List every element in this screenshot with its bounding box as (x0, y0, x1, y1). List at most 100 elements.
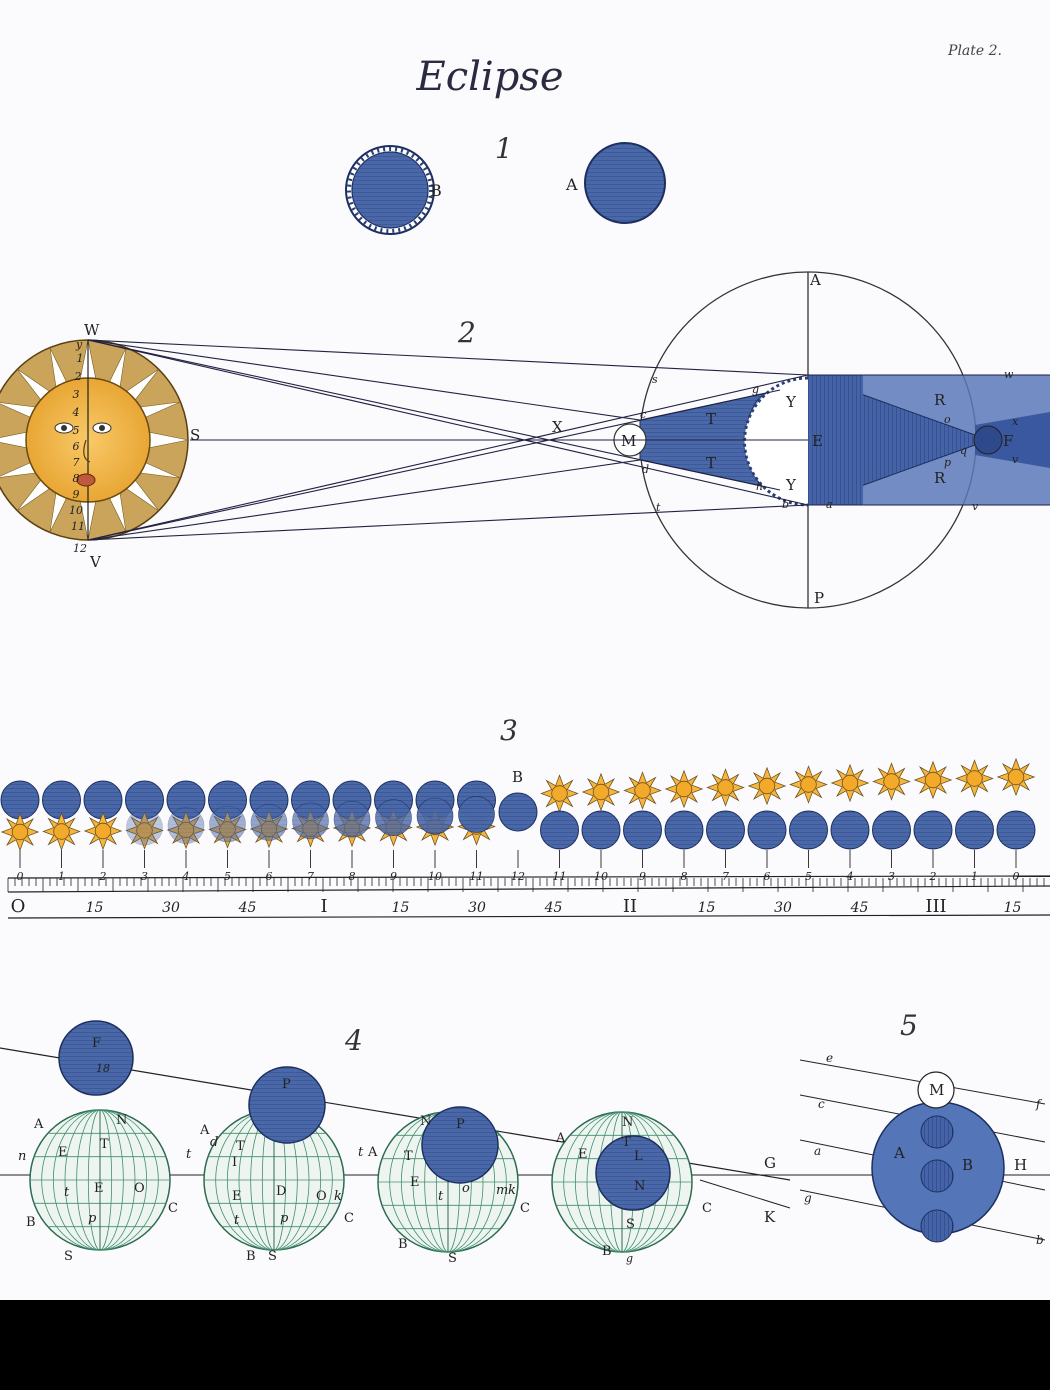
g2-t2: t (186, 1147, 192, 1162)
sun-number-7: 7 (73, 456, 80, 469)
g4-l: L (634, 1149, 643, 1164)
small-label-d: d (642, 463, 649, 476)
phase-bottom-moon (581, 810, 621, 850)
sun-number-5: 5 (73, 424, 80, 437)
phase-bottom-moon (830, 810, 870, 850)
label-y-lower: Y (785, 476, 797, 494)
g2-p2: p (280, 1211, 289, 1226)
phase-bottom-sun (42, 812, 81, 851)
phase-top-sun (872, 762, 911, 801)
label-r-lower: R (934, 469, 946, 487)
g4-n2: N (634, 1179, 645, 1194)
bottom-band (0, 1300, 1050, 1390)
phase-bottom-sun (84, 812, 122, 850)
small-label-h: h (756, 480, 763, 493)
g2-s: S (268, 1249, 277, 1264)
phase-digit: 6 (266, 870, 273, 883)
sun-number-1: 1 (77, 352, 84, 365)
g2-b: B (246, 1249, 256, 1264)
fig1-label-b: B (430, 181, 442, 200)
label-p: P (814, 589, 824, 607)
fig5-line-f: f (1035, 1097, 1043, 1111)
g1-e1: E (58, 1145, 68, 1160)
fig5-line-c: c (818, 1097, 825, 1111)
figure-3: 3 B 012345678910111211109876543210 O1530… (0, 714, 1050, 919)
fig4-label-k: K (764, 1208, 776, 1226)
fig5-label-m: M (929, 1081, 944, 1099)
sun-number-3: 3 (73, 388, 80, 401)
phase-digit: 11 (470, 870, 484, 883)
engraving-plate: Eclipse Plate 2. 1 B A 2 (0, 0, 1050, 1300)
figure-2: 2 (0, 271, 1050, 609)
g3-k: k (508, 1183, 516, 1198)
phase-bottom-moon (789, 810, 828, 850)
sun-number-4: 4 (72, 406, 80, 419)
sun-number-8: 8 (73, 472, 80, 485)
small-label-p: p (944, 456, 951, 469)
time-scale-label: I (320, 896, 327, 917)
sun-rays (87, 339, 1050, 541)
eclipse-diagram: Eclipse Plate 2. 1 B A 2 (0, 43, 1050, 1266)
phase-digit: 9 (390, 870, 397, 883)
g2-d2: D (276, 1184, 286, 1199)
time-scale-label: 30 (468, 900, 486, 916)
fig4-moon-4 (595, 1135, 671, 1211)
phase-top-sun (748, 767, 786, 805)
sun-label-w: W (84, 321, 100, 339)
small-label-c: c (640, 408, 646, 421)
fig4-number: 4 (344, 1024, 363, 1057)
g3-o: o (462, 1181, 470, 1196)
fig5-label-b: B (962, 1156, 973, 1174)
phase-bottom-moon (996, 810, 1036, 850)
label-e: E (812, 432, 823, 450)
phase-overlap-moon (250, 804, 288, 841)
g1-f: F (92, 1036, 101, 1051)
time-scale-label: 15 (392, 900, 410, 916)
label-m: M (621, 432, 636, 450)
fig5-line-e: e (826, 1051, 833, 1065)
g1-s: S (64, 1249, 73, 1264)
fig1-label-a: A (565, 175, 578, 194)
g2-p: P (282, 1077, 291, 1092)
small-label-x: x (1012, 415, 1019, 428)
figure-5: 5 M A B H e c a g f b (799, 1009, 1046, 1247)
g3-c: C (520, 1201, 530, 1216)
phase-top-sun (955, 759, 994, 798)
figure-4: 4 F 18 A N T E E O n t p B S C P A d I (0, 1020, 1050, 1266)
g2-a: A (199, 1123, 210, 1138)
g3-t2: T (404, 1149, 413, 1164)
fig3-number: 3 (500, 714, 518, 747)
time-scale-label: III (925, 896, 946, 917)
label-f: F (1003, 432, 1013, 450)
phase-digit: 1 (58, 870, 65, 883)
sun-label-v: V (89, 553, 102, 571)
g3-m: m (496, 1183, 508, 1198)
sun-label-s: S (190, 426, 200, 444)
g3-t3: t (438, 1189, 444, 1204)
phase-overlap-moon (167, 807, 205, 844)
g2-d: d (210, 1135, 218, 1150)
plate-number: Plate 2. (947, 43, 1002, 59)
eclipse-phase-row (0, 758, 1036, 868)
phase-bottom-moon (623, 810, 662, 850)
phase-digit: 8 (349, 870, 356, 883)
time-scale-label: O (11, 896, 26, 917)
phase-overlap-moon (209, 805, 246, 843)
small-label-b: b (782, 498, 789, 511)
g2-c: C (344, 1211, 354, 1226)
time-scale-label: 15 (86, 900, 104, 916)
fig5-moon-m (917, 1071, 955, 1109)
small-label-v2: v (972, 500, 979, 513)
sun-number-12: 12 (73, 542, 87, 555)
g4-t: T (622, 1135, 631, 1150)
sun-number-9: 9 (73, 488, 80, 501)
g4-s: S (626, 1217, 635, 1232)
moon-f (973, 425, 1003, 455)
g4-n: N (622, 1115, 633, 1130)
small-label-w: w (1004, 368, 1014, 381)
phase-bottom-sun (1, 813, 39, 851)
phase-top-sun (623, 771, 662, 810)
time-scale-label: 45 (850, 900, 869, 916)
time-scale-label: 15 (698, 900, 716, 916)
